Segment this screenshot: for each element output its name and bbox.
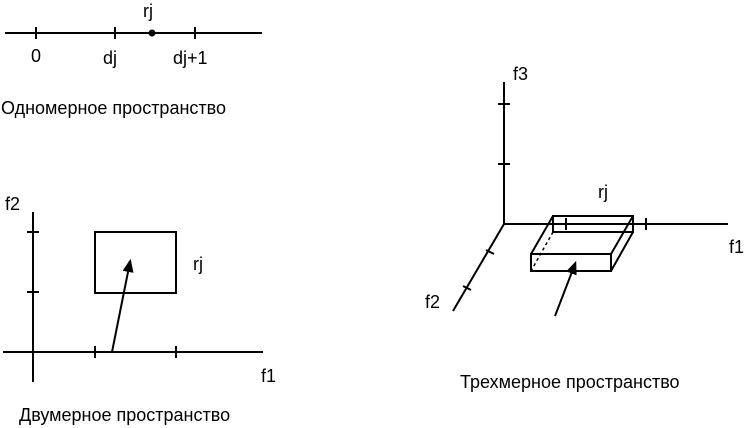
two-d-diagram: f2 f1 rj Двумерное пространство [3, 194, 276, 425]
three-d-axis-y-label: f2 [425, 292, 440, 312]
three-d-box-hidden-edge [530, 231, 554, 272]
three-d-axis-y [452, 223, 505, 312]
three-d-box-edge-br [610, 231, 634, 272]
three-d-box-edge-tl [530, 215, 554, 255]
one-d-diagram: rj 0 dj dj+1 Одномерное пространство [1, 1, 262, 118]
three-d-diagram: f3 f1 f2 rj Трехмерное пространство [425, 64, 744, 392]
one-d-point-label: rj [143, 1, 153, 21]
one-d-tick-label-0: 0 [31, 46, 41, 66]
two-d-caption: Двумерное пространство [19, 405, 230, 425]
one-d-tick-label-dj: dj [103, 48, 117, 68]
one-d-caption: Одномерное пространство [1, 98, 226, 118]
one-d-tick-label-dj1: dj+1 [173, 48, 208, 68]
two-d-axis-x-label: f1 [261, 366, 276, 386]
two-d-axis-y-label: f2 [5, 194, 20, 214]
two-d-box [94, 231, 177, 294]
three-d-axis-x-label: f1 [729, 237, 744, 257]
three-d-axis-z-label: f3 [513, 64, 528, 84]
three-d-box-edge-tr [610, 215, 634, 255]
two-d-box-label: rj [193, 254, 203, 274]
three-d-arrow [554, 264, 575, 317]
three-d-tick-y1 [485, 249, 495, 255]
three-d-tick-y2 [462, 285, 472, 291]
three-d-caption: Трехмерное пространство [460, 372, 680, 392]
three-d-box-front-face [530, 253, 612, 272]
one-d-point [148, 29, 156, 37]
three-d-box-label: rj [598, 182, 608, 202]
two-d-arrow [111, 262, 130, 353]
